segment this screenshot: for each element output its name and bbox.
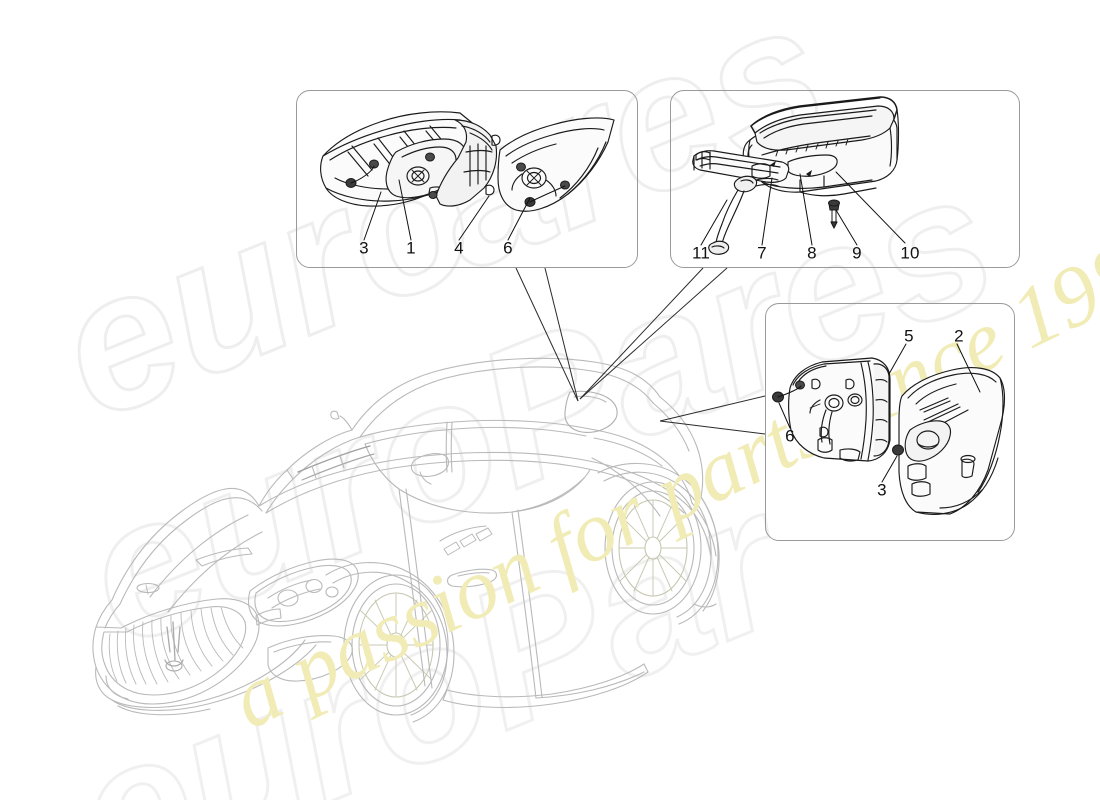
callout-label-5: 5 [904, 326, 914, 346]
leader-brake-light-a [579, 267, 704, 400]
panel-rear-light-left [296, 90, 638, 268]
callout-label-9: 9 [852, 243, 862, 263]
callout-label-2: 2 [954, 326, 964, 346]
callout-label-6-left: 6 [503, 238, 513, 258]
leader-left-panel-a [515, 267, 579, 402]
callout-label-10: 10 [900, 243, 920, 263]
panel-third-brake-light [670, 90, 1020, 268]
leader-left-panel-b [544, 267, 579, 402]
callout-label-1: 1 [406, 238, 416, 258]
leader-right-panel-b [659, 420, 766, 435]
callout-label-8: 8 [807, 243, 817, 263]
callout-label-3-left: 3 [359, 238, 369, 258]
callout-label-6-right: 6 [785, 426, 795, 446]
leader-brake-light-b [579, 267, 728, 400]
callout-label-3-right: 3 [877, 480, 887, 500]
callout-label-4: 4 [454, 238, 464, 258]
callout-label-11: 11 [691, 243, 711, 263]
leader-right-panel-a [659, 395, 766, 422]
panel-rear-light-right [765, 303, 1015, 541]
callout-label-7: 7 [757, 243, 767, 263]
